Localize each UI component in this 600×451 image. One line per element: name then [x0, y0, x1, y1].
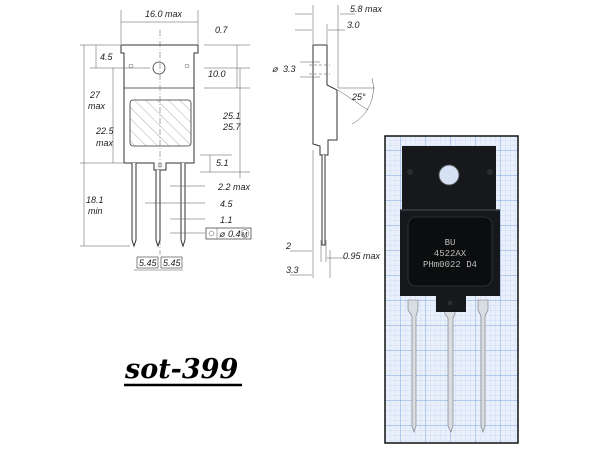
package-title: sot-399	[124, 354, 238, 385]
tolerance-frame: ⌀ 0.4 M	[205, 227, 252, 240]
dim-lead-width-max: 2.2 max	[217, 182, 251, 192]
mounting-hole	[152, 61, 166, 75]
dim-body-height2-note: max	[96, 138, 114, 148]
lead-photos	[407, 299, 489, 433]
side-lead	[321, 155, 326, 246]
dim-lead-shoulder: 5.1	[216, 158, 229, 168]
small-hole-right	[184, 63, 190, 69]
dim-lead-position: 3.3	[286, 265, 299, 275]
dim-lead-length: 18.1	[86, 195, 104, 205]
dim-pitch-left: 5.45	[139, 258, 158, 268]
dim-lead-width: 1.1	[220, 215, 233, 225]
dim-hole-to-top: 4.5	[100, 52, 114, 62]
front-dimension-lines	[80, 10, 250, 271]
lead-right	[180, 163, 186, 248]
dim-body-height-a: 25.1	[222, 111, 241, 121]
tolerance-modifier: M	[242, 232, 248, 239]
dim-lead-spacing: 4.5	[220, 199, 234, 209]
marking-line-1: BU	[445, 238, 456, 248]
dim-lead-thickness: 0.95 max	[343, 251, 381, 261]
tolerance-diameter-symbol: ⌀	[219, 229, 226, 239]
front-view: 16.0 max 0.7 4.5 10.0 27 max 25.1 25.7 2…	[80, 9, 252, 271]
leads	[131, 163, 186, 248]
component-photo: BU 4522AX PHm0022 D4	[384, 135, 519, 444]
tolerance-value: 0.4	[228, 229, 241, 239]
dim-lead-offset: 2	[285, 241, 291, 251]
dim-lead-length-note: min	[88, 206, 103, 216]
position-tolerance-icon	[208, 230, 215, 237]
dim-tab-height: 10.0	[208, 69, 226, 79]
dim-thickness: 5.8 max	[350, 4, 383, 14]
dim-tab-offset: 0.7	[215, 25, 229, 35]
side-view: 5.8 max 3.0 ⌀ 3.3 25° 2 0.95 max 3.3	[272, 4, 383, 278]
side-dimension-lines	[290, 5, 375, 278]
hatched-heatsink-area	[129, 99, 192, 147]
dim-total-height: 27	[89, 90, 101, 100]
lead-left	[131, 163, 137, 248]
lead-center	[155, 170, 161, 248]
dim-width: 16.0 max	[145, 9, 183, 19]
photo-mounting-hole	[438, 164, 460, 186]
marking-line-3: PHm0022 D4	[423, 260, 477, 270]
dim-total-height-note: max	[88, 101, 106, 111]
dim-hole-dia: 3.3	[283, 64, 296, 74]
dim-body-height-b: 25.7	[222, 122, 242, 132]
dim-hole-symbol: ⌀	[272, 64, 279, 74]
dim-body-height2: 22.5	[95, 126, 115, 136]
dim-tab-thickness: 3.0	[347, 20, 360, 30]
dim-angle: 25°	[351, 92, 366, 102]
side-outline	[312, 44, 338, 156]
marking-line-2: 4522AX	[434, 249, 467, 259]
dim-pitch-right: 5.45	[163, 258, 182, 268]
